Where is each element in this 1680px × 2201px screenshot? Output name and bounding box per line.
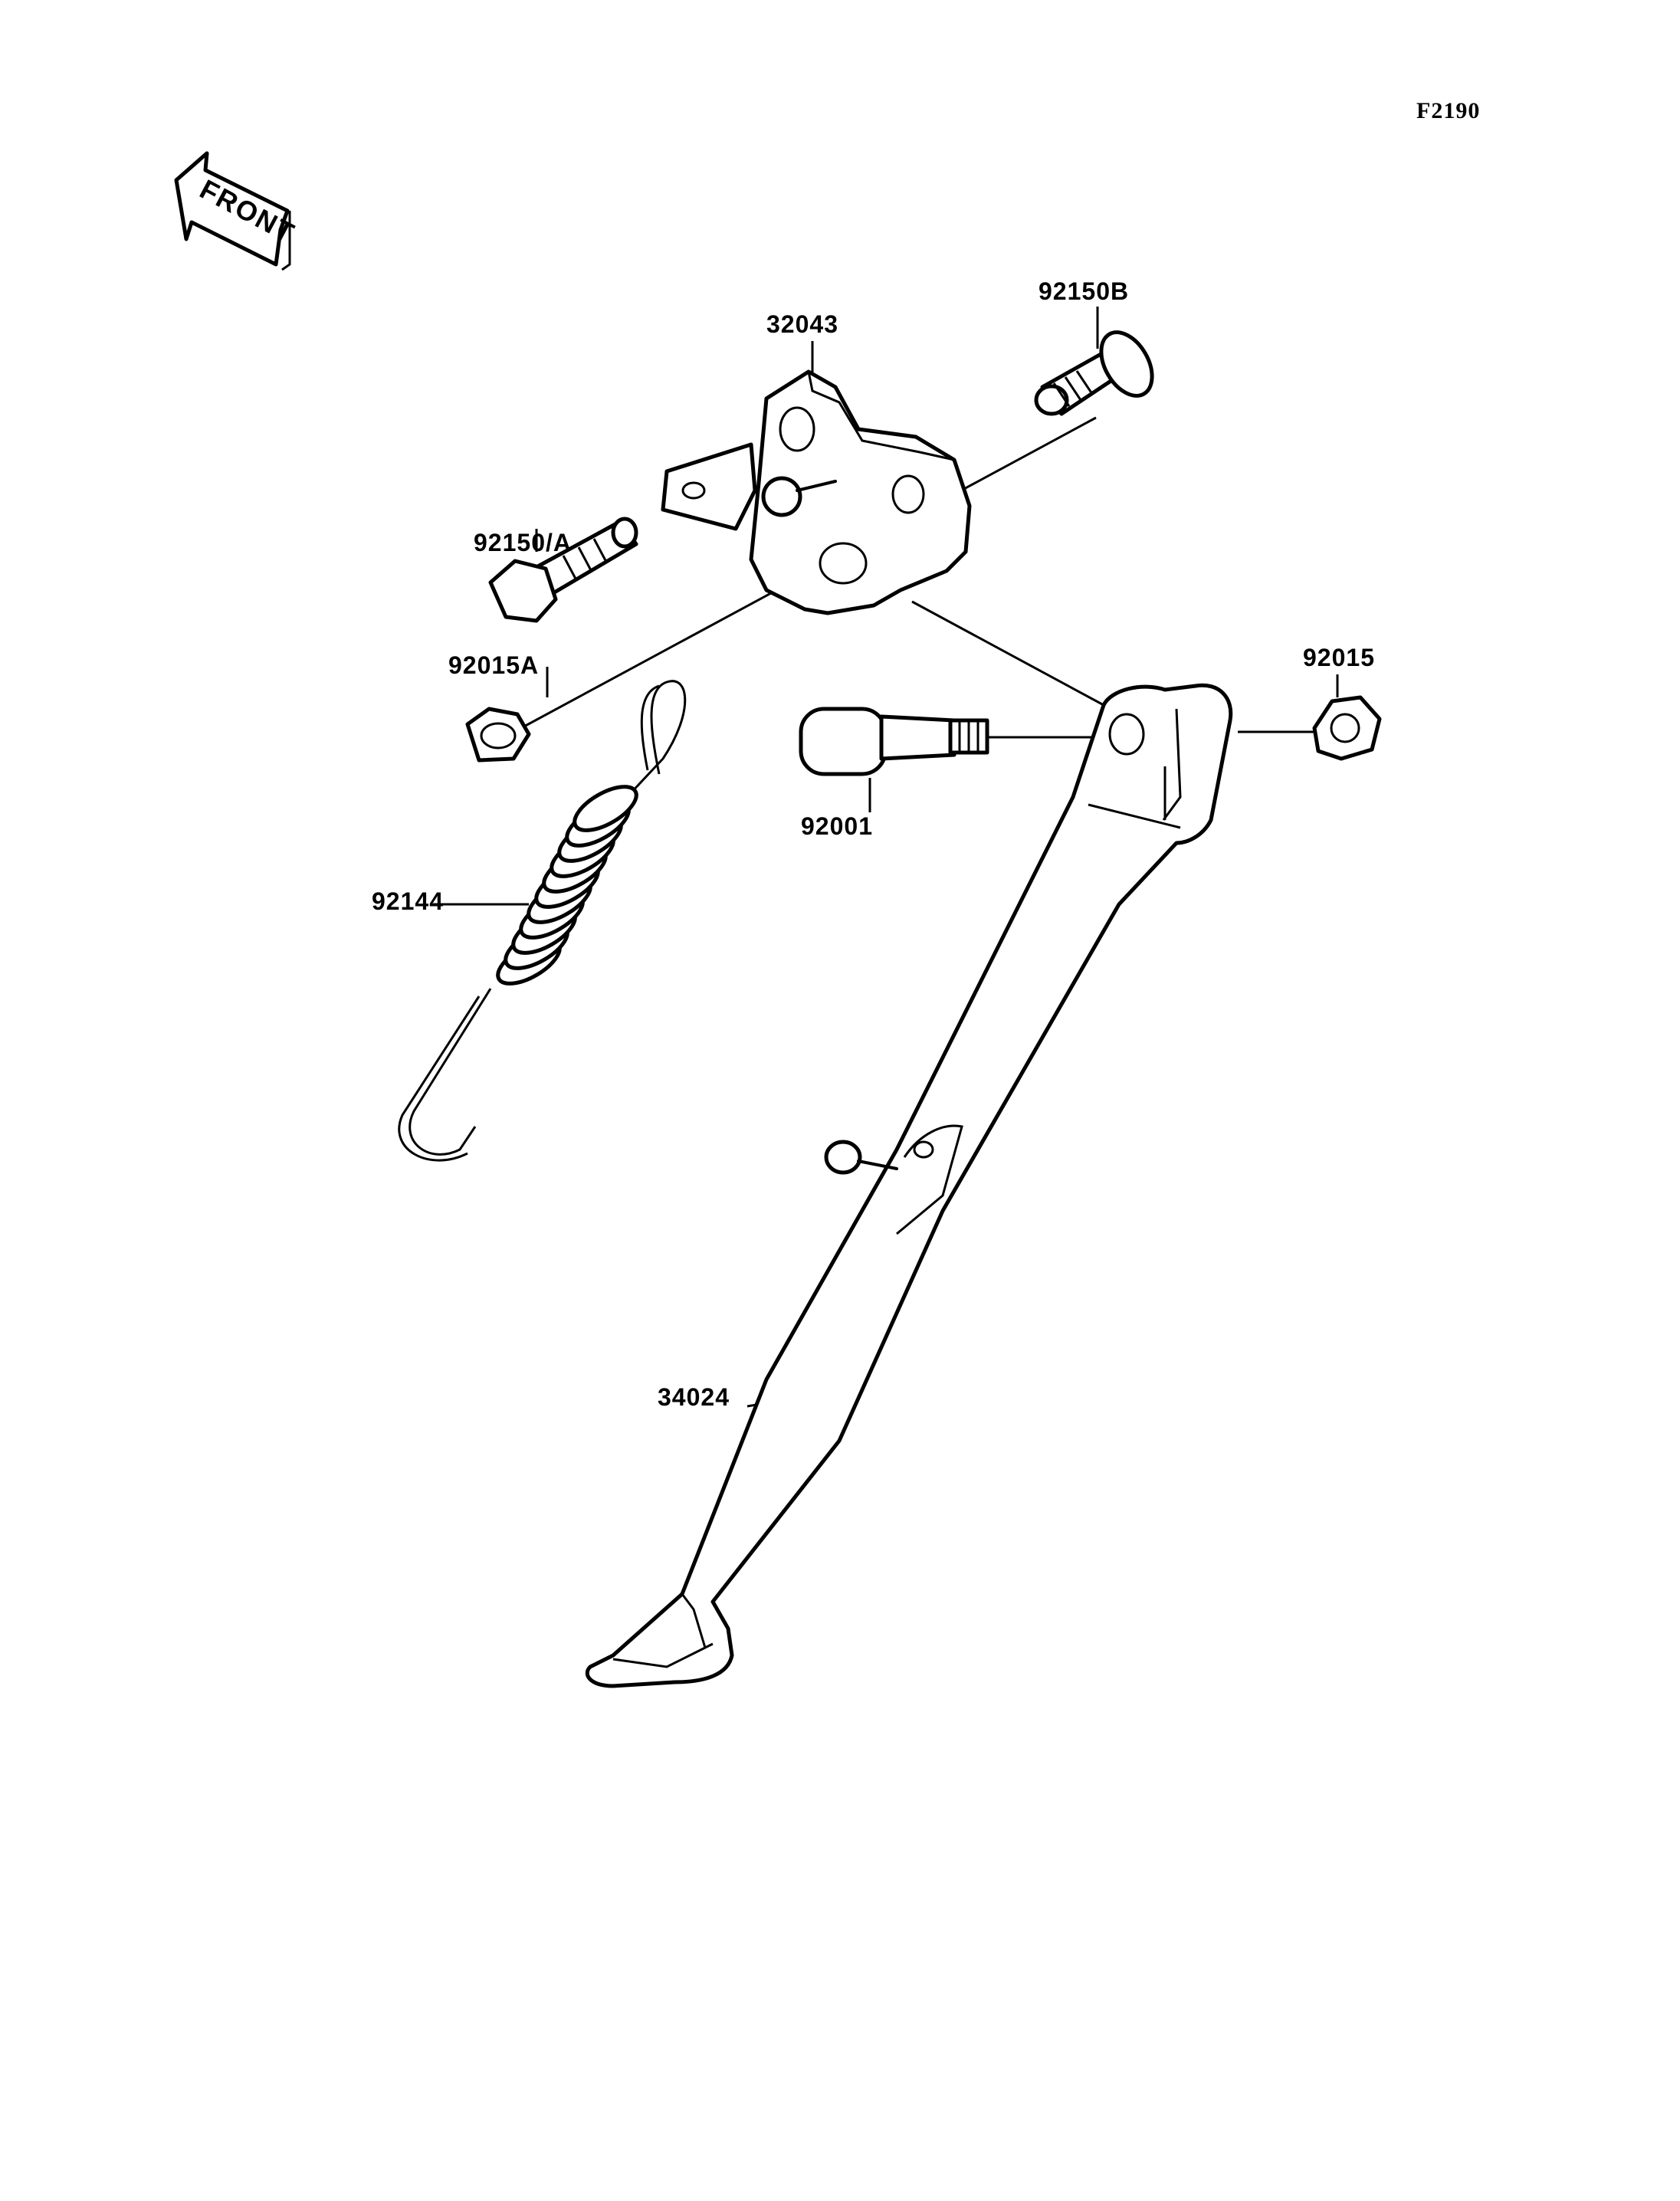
bolt-92150b: [1034, 330, 1154, 416]
nut-92015a: [465, 707, 531, 763]
front-arrow-label: FRONT: [195, 173, 300, 249]
part-label-92150b: 92150B: [1039, 277, 1130, 305]
spring-92144: [398, 680, 687, 1162]
front-arrow-icon: [174, 151, 291, 271]
bracket-32043: [661, 369, 972, 615]
part-label-92015: 92015: [1303, 644, 1375, 671]
nut-92015: [1312, 695, 1382, 761]
part-label-92015a: 92015A: [448, 651, 540, 679]
figure-id: F2190: [1416, 98, 1481, 123]
bolt-92150a: [488, 517, 638, 623]
part-label-34024: 34024: [658, 1383, 730, 1411]
part-label-92150a: 92150/A: [474, 529, 572, 556]
part-label-92001: 92001: [801, 812, 873, 840]
part-label-92144: 92144: [372, 887, 444, 915]
pivot-bolt-92001: [799, 707, 989, 776]
part-label-32043: 32043: [766, 310, 838, 338]
side-stand-34024: [585, 683, 1233, 1688]
